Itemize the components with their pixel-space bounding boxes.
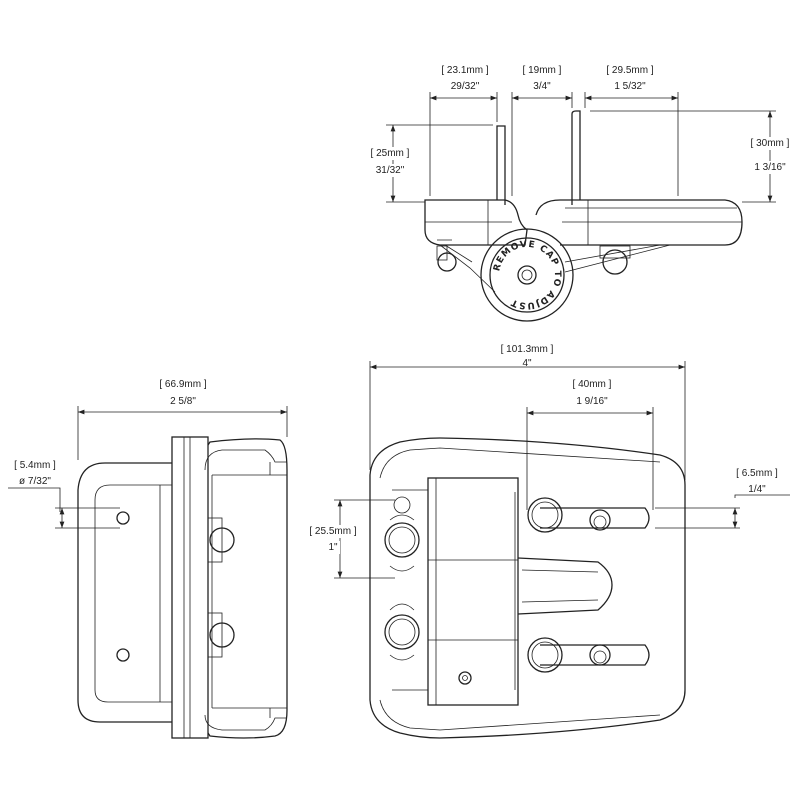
dim-slot-span-inch: 1 9/16"	[576, 396, 608, 407]
label-backing	[752, 161, 789, 174]
mount-hole-bottom	[116, 648, 130, 662]
dim-hole-spacing-mm: [ 25.5mm ]	[309, 526, 356, 537]
side-view: [ 66.9mm ] 2 5/8" [ 5.4mm ] ø 7/32"	[8, 379, 288, 739]
label-backing	[748, 137, 792, 150]
dim-hole-mm: [ 5.4mm ]	[14, 460, 56, 471]
dim-hole-inch: ø 7/32"	[19, 476, 51, 487]
label-backing	[307, 525, 359, 538]
dim-depth-mm: [ 66.9mm ]	[159, 379, 206, 390]
set-screw	[458, 671, 472, 685]
slot-top-left	[393, 496, 411, 514]
dim-width-inch: 4"	[522, 358, 532, 369]
dim-gap-inch: 3/4"	[533, 81, 551, 92]
dim-slot-span-mm: [ 40mm ]	[573, 379, 612, 390]
dim-gap-mm: [ 19mm ]	[523, 65, 562, 76]
label-backing	[373, 164, 407, 177]
label-backing	[368, 147, 412, 160]
dim-right-width-inch: 1 5/32"	[614, 81, 646, 92]
dim-slot-width-mm: [ 6.5mm ]	[736, 468, 778, 479]
front-body	[369, 437, 686, 739]
spring-tongue	[517, 557, 613, 615]
dim-right-height-mm: [ 30mm ]	[751, 138, 790, 149]
front-nut-2	[384, 614, 420, 650]
dim-width-mm: [ 101.3mm ]	[501, 344, 554, 355]
dim-depth-inch: 2 5/8"	[170, 396, 196, 407]
barrel	[427, 477, 519, 706]
front-nut-3	[527, 497, 563, 533]
adjust-cap	[480, 228, 574, 322]
cap-hub	[517, 265, 537, 285]
dim-left-width-inch: 29/32"	[451, 81, 480, 92]
dim-left-height-mm: [ 25mm ]	[371, 148, 410, 159]
side-body	[207, 438, 288, 739]
left-body	[424, 199, 528, 246]
cap-text: REMOVE CAP TO ADJUST	[492, 240, 562, 310]
dim-right-height-inch: 1 3/16"	[754, 162, 786, 173]
front-nut-1	[384, 522, 420, 558]
front-nut-4	[527, 637, 563, 673]
dim-right-width-mm: [ 29.5mm ]	[606, 65, 653, 76]
right-body	[535, 199, 743, 246]
side-bracket	[77, 462, 172, 723]
right-plate	[571, 110, 581, 205]
slot-bottom-right	[540, 644, 650, 666]
mount-hole-top	[116, 511, 130, 525]
dim-slot-width-inch: 1/4"	[748, 484, 766, 495]
label-backing	[326, 541, 340, 554]
front-view: [ 101.3mm ] 4" [ 40mm ] 1 9/16" [ 6.5mm …	[307, 344, 790, 739]
top-view: REMOVE CAP TO ADJUST [ 23.1mm ] 29/32" […	[368, 65, 792, 322]
dim-left-width-mm: [ 23.1mm ]	[441, 65, 488, 76]
dim-hole-spacing-inch: 1"	[328, 542, 338, 553]
slot-top-right	[540, 507, 650, 529]
dim-left-height-inch: 31/32"	[376, 165, 405, 176]
nut-right	[602, 249, 628, 275]
left-plate	[496, 125, 506, 205]
